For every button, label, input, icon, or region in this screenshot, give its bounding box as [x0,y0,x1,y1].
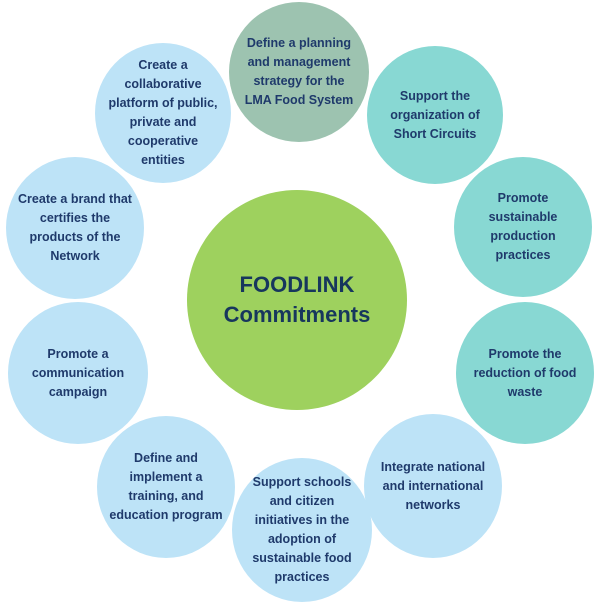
commitment-brand-certification: Create a brand that certifies the produc… [6,157,144,299]
commitment-label: Define and implement a training, and edu… [109,451,223,522]
commitment-food-waste: Promote the reduction of food waste [456,302,594,444]
commitment-label: Define a planning and management strateg… [244,36,354,107]
commitment-communication-campaign: Promote a communication campaign [8,302,148,444]
commitment-label: Create a collaborative platform of publi… [108,58,218,167]
commitment-label: Promote the reduction of food waste [473,346,577,399]
commitment-label: Support the organization of Short Circui… [390,88,480,141]
commitment-networks: Integrate national and international net… [364,414,502,558]
commitment-sustainable-production: Promote sustainable production practices [454,157,592,297]
center-label: FOODLINK Commitments [223,272,371,327]
commitment-planning-strategy: Define a planning and management strateg… [229,2,369,142]
commitment-label: Support schools and citizen initiatives … [252,475,352,584]
commitment-short-circuits: Support the organization of Short Circui… [367,46,503,184]
center-node-foodlink-commitments: FOODLINK Commitments [187,190,407,410]
commitment-training-education: Define and implement a training, and edu… [97,416,235,558]
commitment-schools-citizen-initiatives: Support schools and citizen initiatives … [232,458,372,602]
commitment-label: Create a brand that certifies the produc… [18,192,132,263]
commitment-label: Integrate national and international net… [380,459,486,512]
commitment-label: Promote a communication campaign [31,346,125,399]
commitment-collaborative-platform: Create a collaborative platform of publi… [95,43,231,183]
commitment-label: Promote sustainable production practices [488,191,558,262]
